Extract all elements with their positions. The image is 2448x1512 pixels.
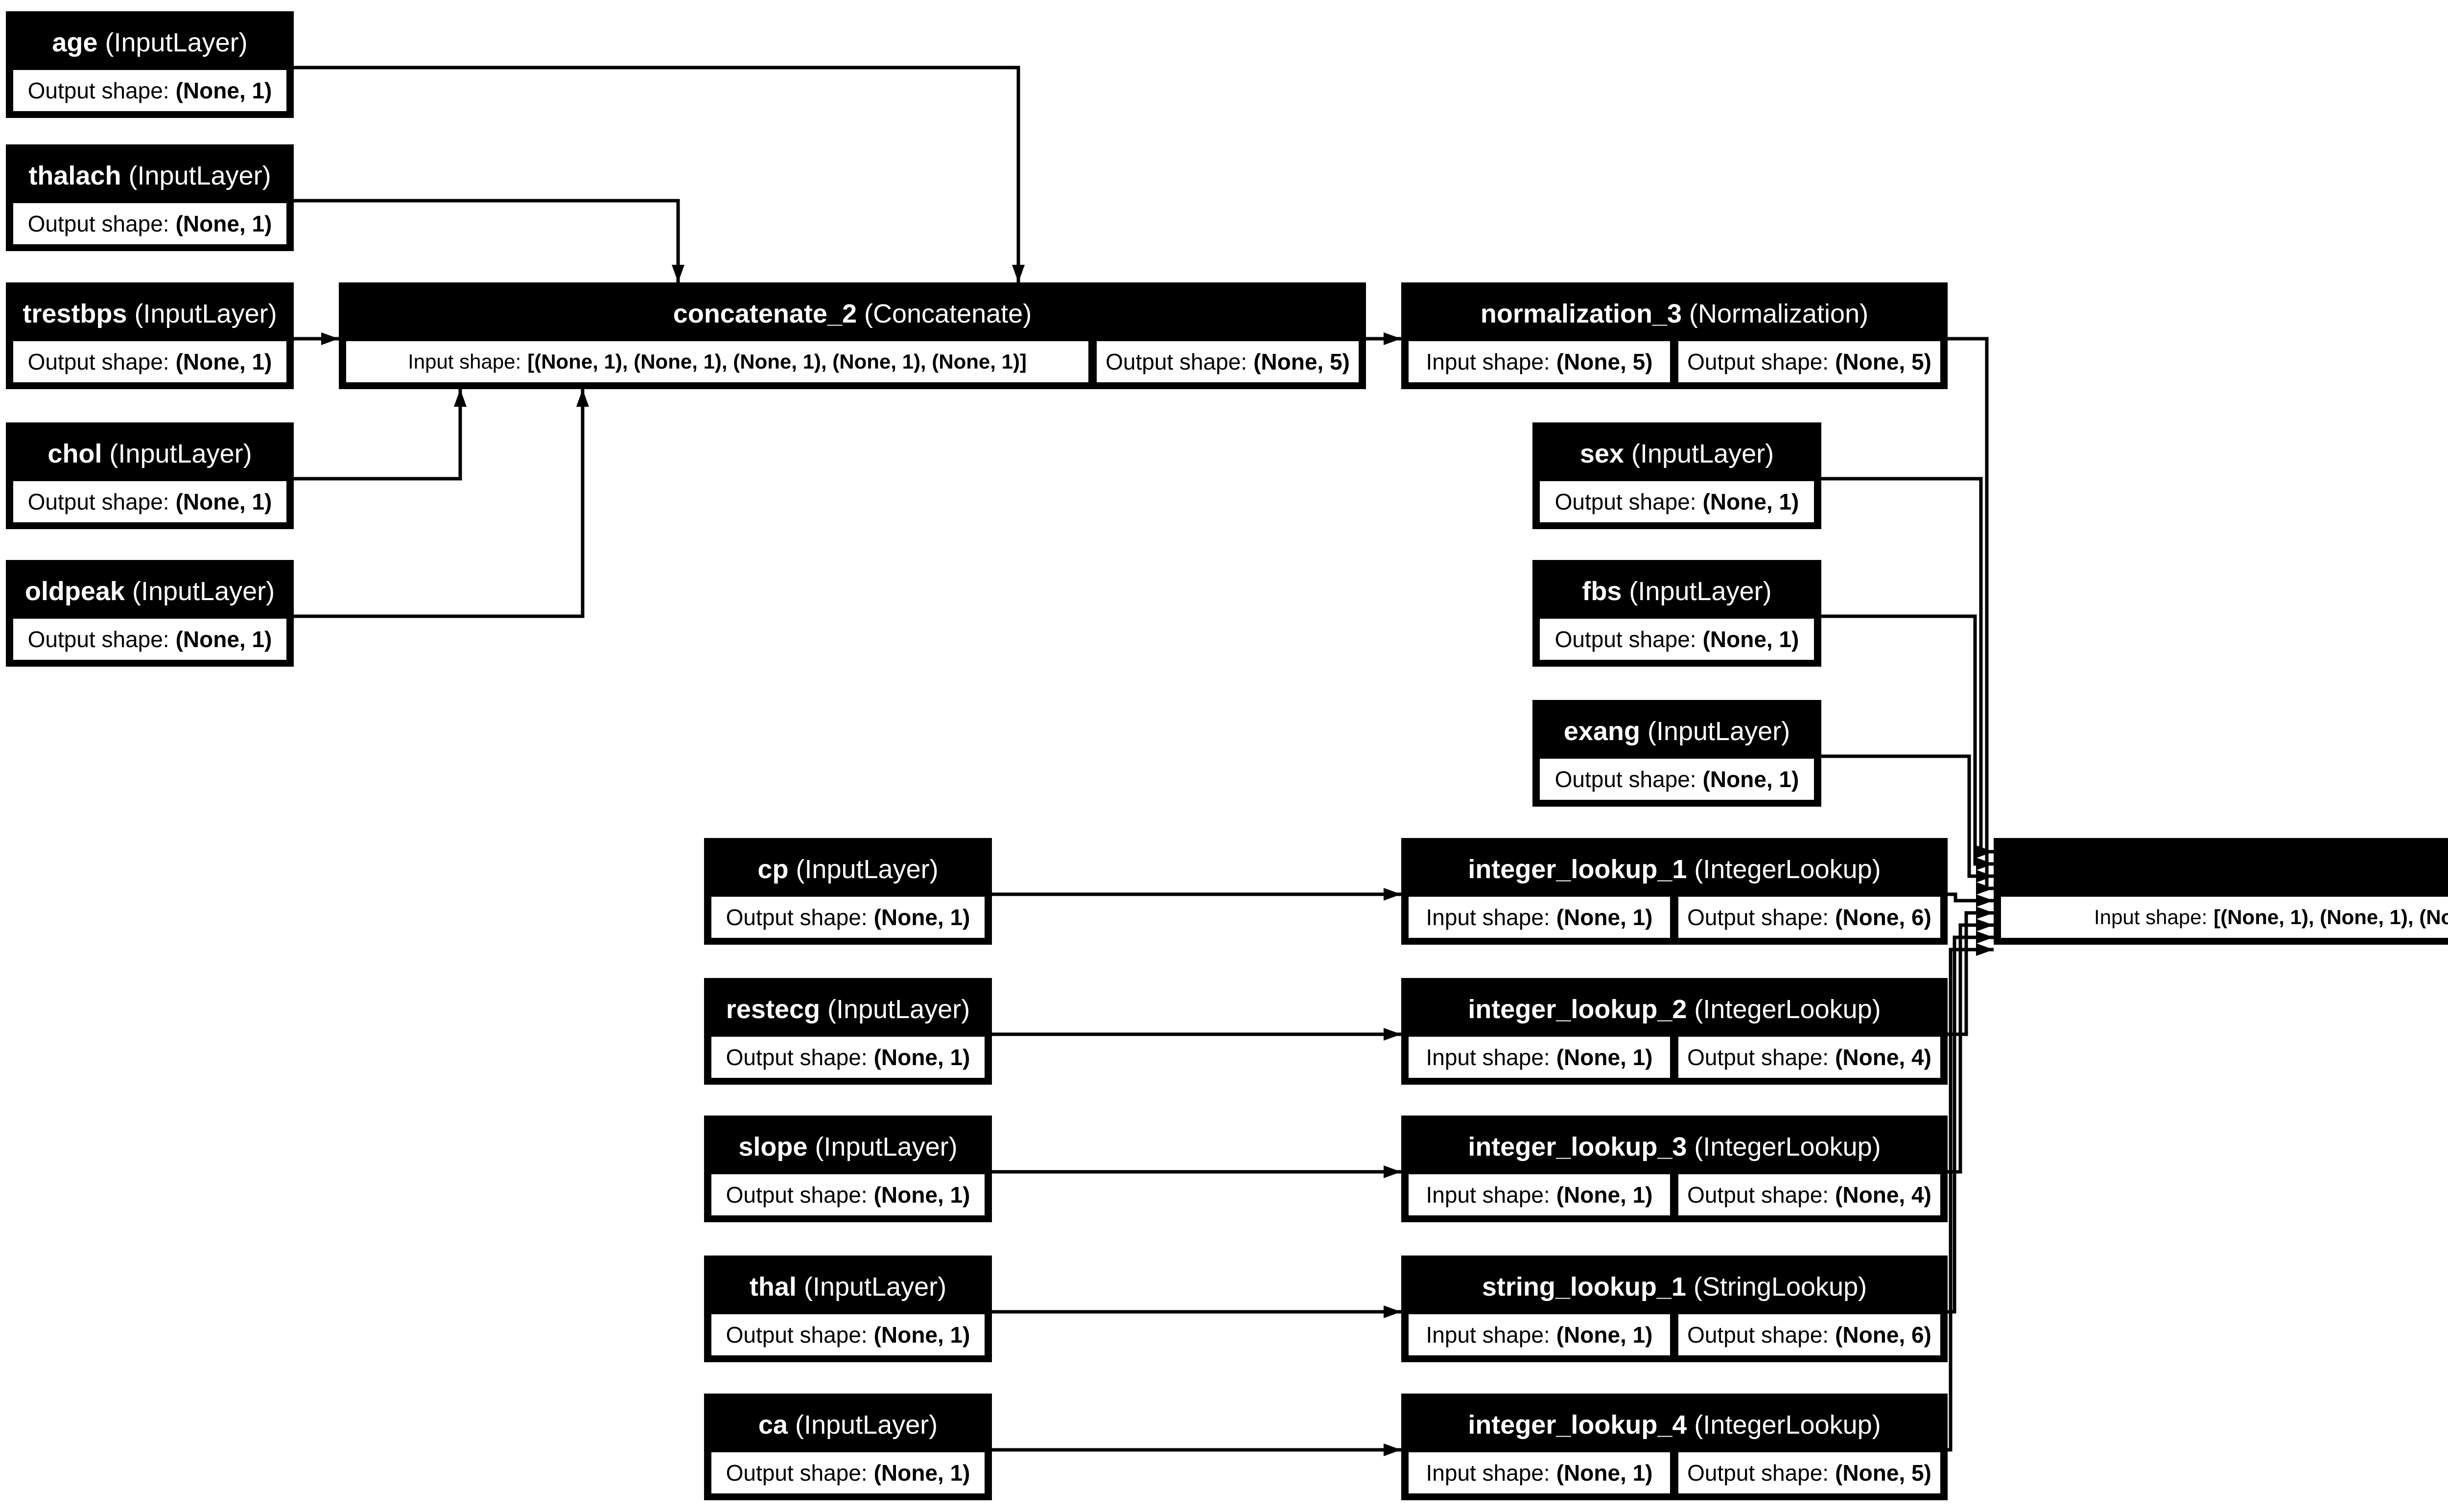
layer-title: fbs (InputLayer) [1582,577,1772,606]
input-shape-cell: Input shape:[(None, 1), (None, 1), (None… [1999,894,2448,940]
layer-node-concatenate_3: concatenate_3 (Concatenate) Input shape:… [1994,838,2448,945]
layer-node-exang: exang (InputLayer) Output shape:(None, 1… [1532,700,1821,807]
output-shape-cell: Output shape:(None, 1) [709,894,987,940]
output-shape-cell: Output shape:(None, 6) [1676,1312,1943,1358]
input-shape-cell: Input shape:(None, 1) [1406,1034,1672,1080]
layer-title: oldpeak (InputLayer) [24,577,275,606]
layer-node-age: age (InputLayer) Output shape:(None, 1) [6,11,294,118]
layer-title: ca (InputLayer) [758,1410,938,1440]
layer-node-thal: thal (InputLayer) Output shape:(None, 1) [704,1256,992,1362]
edge-integer_lookup_1-concatenate_3 [1948,892,1994,907]
layer-title: string_lookup_1 (StringLookup) [1482,1272,1867,1302]
layer-node-oldpeak: oldpeak (InputLayer) Output shape:(None,… [6,560,294,667]
edge-integer_lookup_4-concatenate_3 [1948,943,1994,1452]
layer-node-ca: ca (InputLayer) Output shape:(None, 1) [704,1394,992,1500]
edge-oldpeak-concatenate_2 [294,389,589,618]
layer-node-integer_lookup_4: integer_lookup_4 (IntegerLookup) Input s… [1401,1394,1948,1500]
input-shape-cell: Input shape:[(None, 1), (None, 1), (None… [344,339,1091,385]
output-shape-cell: Output shape:(None, 4) [1676,1172,1943,1218]
input-shape-cell: Input shape:(None, 1) [1406,894,1672,940]
edge-fbs-concatenate_3 [1821,614,1994,870]
layer-title: sex (InputLayer) [1579,439,1774,468]
layer-node-string_lookup_1: string_lookup_1 (StringLookup) Input sha… [1401,1256,1948,1362]
edge-string_lookup_1-concatenate_3 [1948,931,1994,1314]
layer-node-cp: cp (InputLayer) Output shape:(None, 1) [704,838,992,945]
edge-sex-concatenate_3 [1821,477,1994,858]
output-shape-cell: Output shape:(None, 1) [11,479,289,525]
layer-title: concatenate_3 (Concatenate) [1994,838,2448,897]
layer-title: integer_lookup_1 (IntegerLookup) [1468,855,1881,884]
layer-title: integer_lookup_2 (IntegerLookup) [1468,995,1881,1024]
edge-chol-concatenate_2 [294,389,467,481]
output-shape-cell: Output shape:(None, 1) [1537,756,1816,802]
input-shape-cell: Input shape:(None, 1) [1406,1312,1672,1358]
input-shape-cell: Input shape:(None, 1) [1406,1450,1672,1496]
layer-node-integer_lookup_1: integer_lookup_1 (IntegerLookup) Input s… [1401,838,1948,945]
layer-node-trestbps: trestbps (InputLayer) Output shape:(None… [6,282,294,389]
output-shape-cell: Output shape:(None, 1) [11,201,289,247]
input-shape-cell: Input shape:(None, 1) [1406,1172,1672,1218]
output-shape-cell: Output shape:(None, 1) [11,616,289,662]
edge-thalach-concatenate_2 [294,199,684,282]
edge-age-concatenate_2 [294,66,1025,282]
input-shape-cell: Input shape:(None, 5) [1406,339,1672,385]
layer-title: normalization_3 (Normalization) [1480,299,1869,328]
output-shape-cell: Output shape:(None, 1) [709,1172,987,1218]
output-shape-cell: Output shape:(None, 1) [1537,616,1816,662]
layer-title: chol (InputLayer) [47,439,252,468]
output-shape-cell: Output shape:(None, 4) [1676,1034,1943,1080]
layer-node-fbs: fbs (InputLayer) Output shape:(None, 1) [1532,560,1821,667]
layer-title: trestbps (InputLayer) [23,299,277,328]
output-shape-cell: Output shape:(None, 1) [1537,479,1816,525]
output-shape-cell: Output shape:(None, 1) [709,1450,987,1496]
edge-integer_lookup_3-concatenate_3 [1948,919,1994,1174]
layer-node-normalization_3: normalization_3 (Normalization) Input sh… [1401,282,1948,389]
edge-normalization_3-concatenate_3 [1948,337,1994,895]
layer-title: thal (InputLayer) [749,1272,947,1302]
layer-title: concatenate_2 (Concatenate) [673,299,1032,328]
layer-title: thalach (InputLayer) [28,161,271,190]
edge-integer_lookup_2-concatenate_3 [1948,907,1994,1036]
layer-node-concatenate_2: concatenate_2 (Concatenate) Input shape:… [339,282,1366,389]
layer-node-chol: chol (InputLayer) Output shape:(None, 1) [6,422,294,529]
output-shape-cell: Output shape:(None, 1) [11,339,289,385]
layer-title: exang (InputLayer) [1563,717,1790,746]
layer-title: slope (InputLayer) [738,1132,958,1162]
layer-title: age (InputLayer) [52,28,248,57]
layer-title: restecg (InputLayer) [726,995,970,1024]
layer-node-sex: sex (InputLayer) Output shape:(None, 1) [1532,422,1821,529]
layer-title: integer_lookup_3 (IntegerLookup) [1468,1132,1881,1162]
output-shape-cell: Output shape:(None, 1) [709,1312,987,1358]
output-shape-cell: Output shape:(None, 1) [11,68,289,114]
layer-node-restecg: restecg (InputLayer) Output shape:(None,… [704,978,992,1085]
output-shape-cell: Output shape:(None, 5) [1676,339,1943,385]
layer-node-integer_lookup_3: integer_lookup_3 (IntegerLookup) Input s… [1401,1116,1948,1222]
layer-title: integer_lookup_4 (IntegerLookup) [1468,1410,1881,1440]
layer-node-slope: slope (InputLayer) Output shape:(None, 1… [704,1116,992,1222]
output-shape-cell: Output shape:(None, 5) [1094,339,1361,385]
output-shape-cell: Output shape:(None, 5) [1676,1450,1943,1496]
layer-node-integer_lookup_2: integer_lookup_2 (IntegerLookup) Input s… [1401,978,1948,1085]
output-shape-cell: Output shape:(None, 1) [709,1034,987,1080]
layer-title: cp (InputLayer) [757,855,939,884]
layer-node-thalach: thalach (InputLayer) Output shape:(None,… [6,144,294,251]
output-shape-cell: Output shape:(None, 6) [1676,894,1943,940]
